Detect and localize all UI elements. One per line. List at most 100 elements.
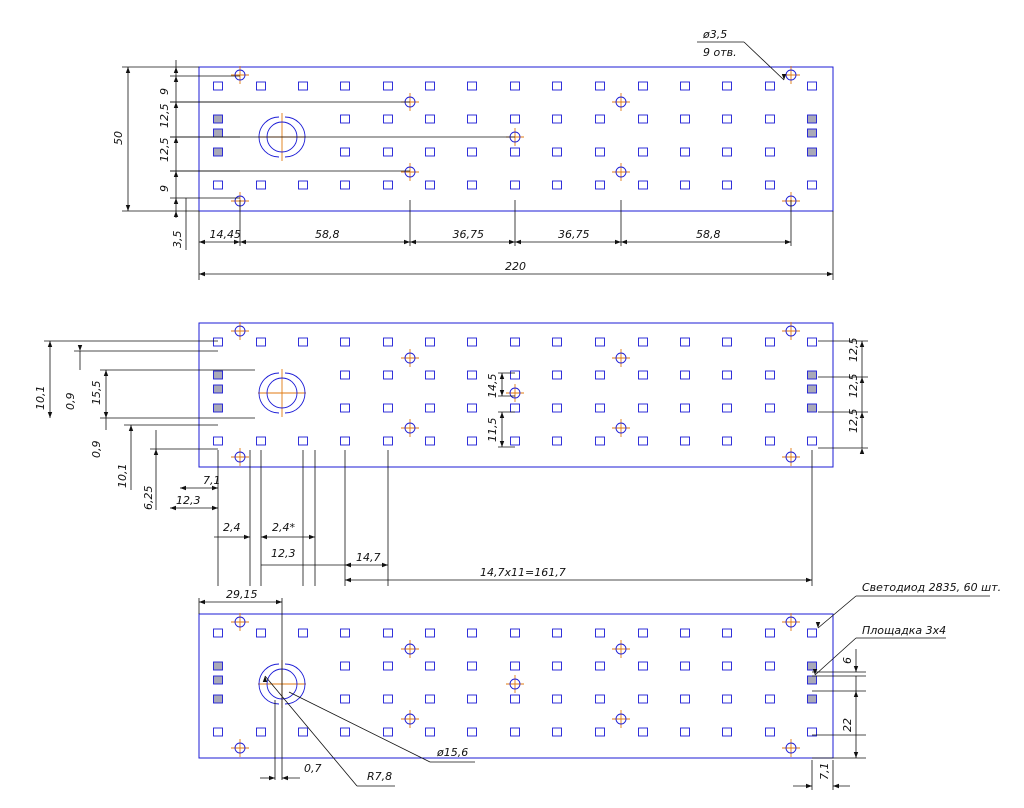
led-pad [638, 337, 648, 347]
led-pad [552, 180, 562, 190]
tick-arrow [173, 171, 179, 177]
contact-pad [213, 114, 223, 124]
led-pad [552, 81, 562, 91]
led-pad [256, 628, 266, 638]
led-pad [256, 727, 266, 737]
led-note-text: Светодиод 2835, 60 шт. [862, 581, 1001, 594]
led-pad [765, 147, 775, 157]
arrowhead [128, 425, 134, 431]
contact-pad [213, 128, 223, 138]
led-pad [256, 180, 266, 190]
hole-note-count: 9 отв. [703, 46, 737, 59]
led-pad [638, 661, 648, 671]
led-pad [467, 81, 477, 91]
led-pad [680, 661, 690, 671]
contact-pad [213, 661, 223, 671]
led-pad [383, 114, 393, 124]
dim-radius-text: R7,8 [367, 770, 392, 783]
tick-arrow [173, 211, 179, 217]
arrowhead [859, 448, 865, 454]
mounting-hole [615, 713, 627, 725]
dim-array-text: 14,7x11=161,7 [480, 566, 566, 579]
contact-pad [807, 128, 817, 138]
arrowhead [269, 775, 275, 781]
led-pad [722, 694, 732, 704]
contact-pad [807, 675, 817, 685]
led-pad [595, 661, 605, 671]
dim-offset-arrow [276, 599, 282, 605]
led-pad [638, 727, 648, 737]
leader-arrow [781, 74, 787, 80]
tick-arrow [173, 76, 179, 82]
pad-note-text: Площадка 3х4 [862, 624, 946, 637]
led-pad [383, 370, 393, 380]
led-pad [340, 661, 350, 671]
dim-chain-arrow [240, 239, 246, 245]
led-pad [340, 81, 350, 91]
arrowhead [309, 534, 315, 540]
led-pad [638, 436, 648, 446]
led-pad [340, 180, 350, 190]
led-pad [680, 403, 690, 413]
dim-chain-arrow [621, 239, 627, 245]
led-pad [467, 727, 477, 737]
led-pad [467, 436, 477, 446]
led-pad [638, 403, 648, 413]
view3-board-outline [198, 613, 834, 759]
led-pad [213, 436, 223, 446]
led-pad [765, 436, 775, 446]
led-pad [722, 436, 732, 446]
led-pad [552, 114, 562, 124]
led-pad [467, 337, 477, 347]
led-pad [765, 694, 775, 704]
led-pad [680, 81, 690, 91]
led-pad [340, 727, 350, 737]
tick-arrow [173, 198, 179, 204]
led-pad [510, 337, 520, 347]
dim-gap-b-text: 2,4* [272, 521, 295, 534]
arrowhead [859, 412, 865, 418]
dim-bottom-offset-text: 3,5 [171, 231, 184, 249]
led-pad [765, 727, 775, 737]
led-pad [467, 403, 477, 413]
dim-total-text: 220 [505, 260, 526, 273]
dim-total-arrow [199, 271, 205, 277]
dim-pitch-d-arrow [382, 562, 388, 568]
led-pad [807, 628, 817, 638]
mounting-hole [404, 422, 416, 434]
big-hole-inner [266, 377, 298, 409]
led-pad [510, 727, 520, 737]
arrowhead [261, 534, 267, 540]
dim-pitch-d-text: 14,7 [356, 551, 381, 564]
led-pad [213, 180, 223, 190]
led-pad [765, 370, 775, 380]
arrowhead [103, 412, 109, 418]
big-hole-left-arc [258, 372, 280, 414]
tick-arrow [173, 102, 179, 108]
led-pad [340, 694, 350, 704]
arrowhead [853, 691, 859, 697]
led-pad [807, 180, 817, 190]
led-pad [383, 337, 393, 347]
led-pad [298, 337, 308, 347]
leader-line [814, 637, 857, 676]
led-pad [467, 661, 477, 671]
mounting-hole [234, 69, 246, 81]
led-pad [722, 180, 732, 190]
led-pad [510, 694, 520, 704]
dim-mid-text: 11,5 [486, 418, 499, 443]
mounting-hole [615, 166, 627, 178]
led-pad [595, 81, 605, 91]
arrowhead [833, 783, 839, 789]
dim-pad-height-text: 22 [841, 718, 854, 732]
led-pad [467, 147, 477, 157]
led-pad [680, 180, 690, 190]
led-pad [552, 337, 562, 347]
arrowhead [125, 67, 131, 73]
led-pad [638, 694, 648, 704]
dim-chain-arrow [509, 239, 515, 245]
led-pad [595, 628, 605, 638]
dim-left-text: 0,9 [90, 441, 103, 459]
led-pad [638, 628, 648, 638]
